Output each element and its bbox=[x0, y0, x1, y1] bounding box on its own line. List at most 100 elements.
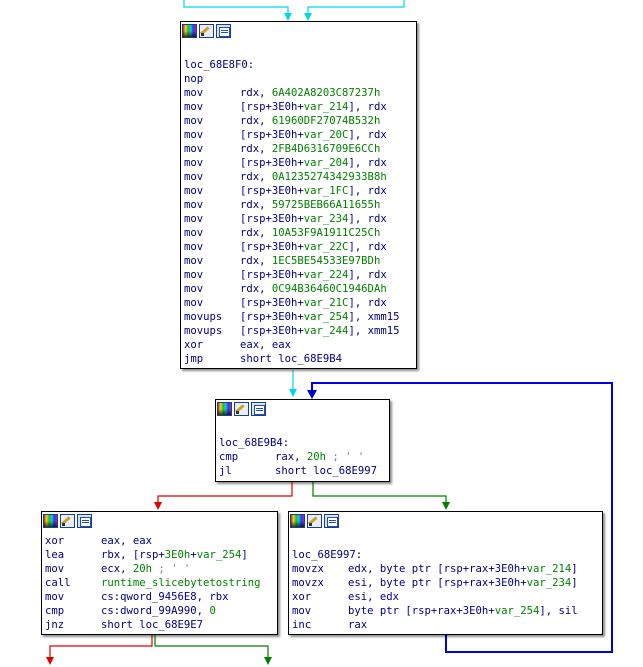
group-icon[interactable] bbox=[77, 514, 92, 528]
group-icon[interactable] bbox=[324, 514, 339, 528]
rename-icon[interactable] bbox=[199, 24, 214, 38]
mnemonic: mov bbox=[184, 101, 204, 113]
instruction-line[interactable]: mov[rsp+3E0h+var_1FC], rdx bbox=[184, 184, 416, 198]
operand: var_254 bbox=[196, 549, 242, 561]
incoming-edge-right bbox=[304, 0, 405, 21]
operand: 0C94B36460C1946DAh bbox=[271, 283, 387, 295]
instruction-line[interactable]: mov[rsp+3E0h+var_22C], rdx bbox=[184, 240, 416, 254]
mnemonic: mov bbox=[184, 269, 204, 281]
block-label[interactable]: loc_68E8F0: bbox=[184, 59, 255, 71]
operand: rax, bbox=[275, 451, 307, 463]
instruction-line[interactable]: movups[rsp+3E0h+var_244], xmm15 bbox=[184, 324, 416, 338]
mnemonic: movups bbox=[184, 311, 223, 323]
instruction-line[interactable]: mov[rsp+3E0h+var_204], rdx bbox=[184, 156, 416, 170]
mnemonic: mov bbox=[184, 87, 204, 99]
operand: var_204 bbox=[303, 157, 349, 169]
color-icon[interactable] bbox=[43, 514, 58, 528]
mnemonic: mov bbox=[184, 255, 204, 267]
mnemonic: cmp bbox=[45, 605, 65, 617]
instruction-line[interactable]: mov[rsp+3E0h+var_214], rdx bbox=[184, 100, 416, 114]
rename-icon[interactable] bbox=[307, 514, 322, 528]
operand: 61960DF27074B532h bbox=[271, 115, 381, 127]
operand: rdx, bbox=[240, 199, 272, 211]
operand: [rsp+3E0h+ bbox=[240, 129, 304, 141]
operand: ] bbox=[241, 549, 248, 561]
instruction-line[interactable]: nop bbox=[184, 72, 416, 86]
operand: + bbox=[190, 549, 197, 561]
operand: ], rdx bbox=[348, 297, 387, 309]
mnemonic: lea bbox=[45, 549, 65, 561]
operand: var_234 bbox=[303, 213, 349, 225]
operand: var_22C bbox=[303, 241, 349, 253]
operand: 6A402A8203C87237h bbox=[271, 87, 381, 99]
operand: ] bbox=[571, 563, 578, 575]
block-header bbox=[289, 512, 602, 530]
color-icon[interactable] bbox=[217, 402, 232, 416]
group-icon[interactable] bbox=[216, 24, 231, 38]
mnemonic: mov bbox=[292, 605, 312, 617]
instruction-line[interactable]: mov[rsp+3E0h+var_21C], rdx bbox=[184, 296, 416, 310]
group-icon[interactable] bbox=[251, 402, 266, 416]
instruction-line[interactable]: mov rdx, 6A402A8203C87237h bbox=[184, 86, 416, 100]
operand: ], rdx bbox=[348, 213, 387, 225]
instruction-line[interactable]: mov[rsp+3E0h+var_224], rdx bbox=[184, 268, 416, 282]
block-label[interactable]: loc_68E9B4: bbox=[219, 437, 290, 449]
operand: [rsp+3E0h+ bbox=[240, 325, 304, 337]
operand: [rsp+3E0h+ bbox=[240, 185, 304, 197]
color-icon[interactable] bbox=[290, 514, 305, 528]
block-label[interactable]: loc_68E997: bbox=[292, 549, 363, 561]
operand: [rsp+3E0h+ bbox=[240, 101, 304, 113]
operand: 20h bbox=[132, 563, 153, 575]
operand: [rsp+3E0h+ bbox=[240, 213, 304, 225]
operand: ], rdx bbox=[348, 185, 387, 197]
edge-loop-back bbox=[307, 382, 613, 653]
mnemonic: mov bbox=[184, 129, 204, 141]
operand: var_234 bbox=[526, 577, 572, 589]
operand: eax, eax bbox=[240, 339, 292, 351]
instruction-line[interactable]: mov[rsp+3E0h+var_234], rdx bbox=[184, 212, 416, 226]
operand: 0A1235274342933B8h bbox=[271, 171, 387, 183]
block-header bbox=[181, 22, 416, 40]
operand: var_1FC bbox=[303, 185, 349, 197]
mnemonic: mov bbox=[184, 283, 204, 295]
block-header bbox=[216, 400, 389, 418]
mnemonic: call bbox=[45, 577, 71, 589]
mnemonic: mov bbox=[184, 143, 204, 155]
rename-icon[interactable] bbox=[60, 514, 75, 528]
operand: rdx, bbox=[240, 87, 272, 99]
instruction-line[interactable]: mov[rsp+3E0h+var_20C], rdx bbox=[184, 128, 416, 142]
mnemonic: mov bbox=[184, 115, 204, 127]
instruction-line[interactable]: movups[rsp+3E0h+var_254], xmm15 bbox=[184, 310, 416, 324]
color-icon[interactable] bbox=[182, 24, 197, 38]
operand: var_254 bbox=[494, 605, 540, 617]
rename-icon[interactable] bbox=[234, 402, 249, 416]
